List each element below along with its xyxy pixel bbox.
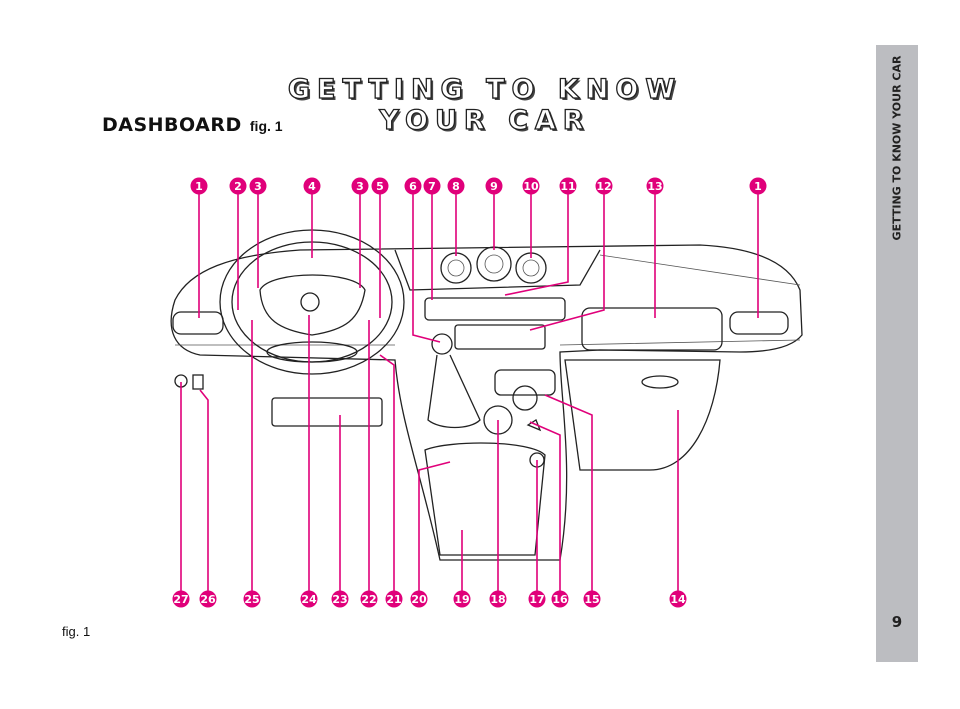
page-number: 9 [891, 613, 903, 631]
callout-11: 11 [559, 177, 577, 195]
svg-text:20: 20 [411, 593, 427, 606]
svg-text:19: 19 [454, 593, 469, 606]
svg-text:23: 23 [332, 593, 347, 606]
svg-text:6: 6 [409, 180, 417, 193]
svg-text:22: 22 [361, 593, 376, 606]
svg-text:10: 10 [523, 180, 539, 193]
callout-2: 2 [229, 177, 247, 195]
section-heading: DASHBOARD fig. 1 [102, 114, 283, 136]
svg-text:18: 18 [490, 593, 505, 606]
callout-22: 22 [360, 590, 378, 608]
callout-19: 19 [453, 590, 471, 608]
leader-lines [180, 193, 759, 592]
figure-reference: fig. 1 [249, 118, 283, 134]
callout-10: 10 [522, 177, 540, 195]
svg-text:3: 3 [254, 180, 262, 193]
sidebar-chapter-title: GETTING TO KNOW YOUR CAR [890, 55, 904, 241]
svg-text:24: 24 [301, 593, 317, 606]
callout-7: 7 [423, 177, 441, 195]
callout-6: 6 [404, 177, 422, 195]
callout-4: 4 [303, 177, 321, 195]
callout-1b: 1 [749, 177, 767, 195]
callout-9: 9 [485, 177, 503, 195]
svg-text:1: 1 [754, 180, 762, 193]
chapter-sidebar: GETTING TO KNOW YOUR CAR 9 [876, 45, 918, 662]
callout-24: 24 [300, 590, 318, 608]
svg-text:14: 14 [670, 593, 686, 606]
callout-15: 15 [583, 590, 601, 608]
svg-text:2: 2 [234, 180, 242, 193]
svg-text:9: 9 [490, 180, 498, 193]
svg-text:8: 8 [452, 180, 460, 193]
callout-25: 25 [243, 590, 261, 608]
callout-27: 27 [172, 590, 190, 608]
svg-text:27: 27 [173, 593, 188, 606]
svg-text:26: 26 [200, 593, 216, 606]
svg-text:15: 15 [584, 593, 599, 606]
page-title: GETTING TO KNOW YOUR CAR [287, 73, 683, 136]
svg-text:25: 25 [244, 593, 259, 606]
svg-text:5: 5 [376, 180, 384, 193]
callout-16: 16 [551, 590, 569, 608]
callouts-top: 1 2 3 4 3 5 6 7 8 9 10 11 12 13 1 [190, 177, 767, 195]
svg-text:21: 21 [386, 593, 401, 606]
callouts-bottom: 27 26 25 24 23 22 21 20 19 18 17 16 15 1… [172, 590, 687, 608]
figure-caption: fig. 1 [62, 624, 91, 639]
callout-21: 21 [385, 590, 403, 608]
callout-3: 3 [249, 177, 267, 195]
section-title: DASHBOARD [102, 114, 242, 136]
svg-text:11: 11 [560, 180, 575, 193]
svg-text:16: 16 [552, 593, 568, 606]
callout-23: 23 [331, 590, 349, 608]
callout-5: 5 [371, 177, 389, 195]
svg-text:12: 12 [596, 180, 611, 193]
svg-text:4: 4 [308, 180, 316, 193]
svg-text:7: 7 [428, 180, 436, 193]
callout-3b: 3 [351, 177, 369, 195]
callout-26: 26 [199, 590, 217, 608]
callout-14: 14 [669, 590, 687, 608]
callout-18: 18 [489, 590, 507, 608]
svg-text:13: 13 [647, 180, 662, 193]
callout-13: 13 [646, 177, 664, 195]
dashboard-illustration: 1 2 3 4 3 5 6 7 8 9 10 11 12 13 1 27 26 … [170, 177, 803, 608]
callout-1: 1 [190, 177, 208, 195]
svg-text:17: 17 [529, 593, 544, 606]
svg-text:3: 3 [356, 180, 364, 193]
callout-12: 12 [595, 177, 613, 195]
callout-8: 8 [447, 177, 465, 195]
callout-17: 17 [528, 590, 546, 608]
svg-text:1: 1 [195, 180, 203, 193]
callout-20: 20 [410, 590, 428, 608]
